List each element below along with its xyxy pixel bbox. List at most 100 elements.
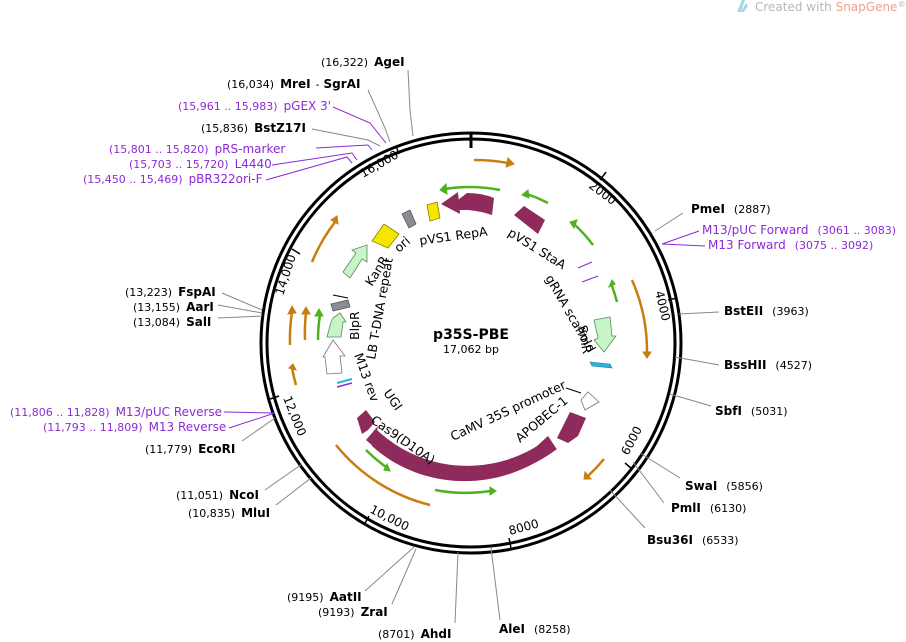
plasmid-backbone — [259, 131, 683, 555]
pvs1-staa-feature[interactable] — [514, 206, 545, 234]
orf-arrow-7 — [303, 312, 308, 341]
orf-arrow-5-head — [288, 363, 297, 371]
blpr-feature[interactable] — [326, 312, 347, 338]
leader-ecori — [241, 417, 276, 442]
site-leader-lines — [217, 69, 720, 624]
pvs1-repa-feature[interactable] — [454, 193, 494, 215]
plasmid-features — [322, 192, 617, 482]
leader-swai — [639, 452, 681, 479]
leader-bsteii — [678, 311, 720, 315]
tick-label-2000: 2000 — [586, 178, 619, 208]
leader-m13puc-rev — [223, 411, 276, 414]
leader-ncoi — [264, 463, 303, 491]
smr-small-feature — [589, 361, 613, 369]
plasmid-name: p35S-PBE — [433, 327, 509, 343]
site-zrai[interactable]: (9193)ZraI — [318, 605, 388, 619]
green-arrow-3-head — [569, 219, 578, 230]
green-arrow-1-head — [439, 182, 448, 195]
grey-block-1 — [401, 209, 417, 229]
site-swai[interactable]: SwaI(5856) — [685, 479, 763, 493]
green-arrow-2-head — [521, 189, 530, 199]
tick-4000 — [667, 297, 678, 301]
site-agei[interactable]: (16,322)AgeI — [321, 55, 405, 69]
leader-fspai — [221, 292, 263, 311]
site-aari[interactable]: (13,155)AarI — [133, 300, 214, 314]
site-fspai[interactable]: (13,223)FspAI — [125, 285, 216, 299]
leader-l4440 — [271, 152, 358, 166]
leader-mlui — [275, 477, 312, 506]
watermark-brand: SnapGene — [836, 0, 898, 14]
site-mrei-sgrai[interactable]: (16,034)MreI-SgrAI — [227, 77, 360, 91]
primer-pgex[interactable]: (15,961 .. 15,983)pGEX 3' — [178, 99, 331, 113]
orf-arrow-1-head — [505, 157, 515, 168]
site-bsu36i[interactable]: Bsu36I(6533) — [647, 533, 739, 547]
leader-mrei — [367, 89, 391, 143]
promoter-arrow-white — [322, 339, 346, 375]
site-sali[interactable]: (13,084)SalI — [133, 315, 211, 329]
ori-small-feature — [426, 201, 441, 222]
svg-text:Created with SnapGene®: Created with SnapGene® — [755, 0, 905, 14]
leader-m13-fwd — [661, 243, 706, 247]
orf-arrow-5 — [290, 367, 298, 386]
ugi-feature[interactable] — [357, 410, 375, 434]
site-ecori[interactable]: (11,779)EcoRI — [145, 442, 235, 456]
site-aatii[interactable]: (9195)AatII — [287, 590, 362, 604]
tick-6000 — [624, 462, 633, 470]
ori-feature[interactable] — [371, 223, 400, 249]
green-arrow-4 — [610, 285, 619, 303]
primer-m13puc-forward[interactable]: M13/pUC Forward(3061 .. 3083) — [702, 223, 896, 237]
site-pmei[interactable]: PmeI(2887) — [691, 202, 770, 216]
orf-arrow-2 — [630, 279, 649, 353]
leader-bstz17i — [311, 128, 381, 147]
tick-label-8000: 8000 — [507, 516, 540, 537]
primer-m13-reverse[interactable]: (11,793 .. 11,809)M13 Reverse — [43, 420, 226, 434]
promoter-arrow-white-2 — [580, 391, 600, 411]
leader-prs — [315, 144, 373, 151]
site-bstz17i[interactable]: (15,836)BstZ17I — [201, 121, 306, 135]
primer-marker-1 — [577, 261, 593, 269]
smr-feature[interactable] — [593, 316, 617, 353]
primer-marker-2 — [581, 275, 599, 283]
apobec-feature[interactable] — [557, 412, 586, 443]
leader-sbfi — [669, 393, 712, 407]
leader-pgex — [332, 106, 387, 144]
leader-sali — [217, 315, 263, 319]
leader-alei — [490, 547, 501, 621]
tick-label-6000: 6000 — [618, 424, 645, 458]
orf-arrows-outer — [287, 157, 652, 507]
leader-m13-rev — [228, 412, 276, 429]
site-pmli[interactable]: PmlI(6130) — [671, 501, 746, 515]
snapgene-watermark: Created with SnapGene® — [737, 0, 905, 14]
orf-arrow-6 — [288, 311, 294, 346]
site-bsshii[interactable]: BssHII(4527) — [724, 358, 812, 372]
tick-label-16000: 16,000 — [358, 147, 401, 180]
plasmid-length: 17,062 bp — [443, 343, 499, 356]
orf-arrow-2-head — [642, 351, 652, 359]
primer-m13-forward[interactable]: M13 Forward(3075 .. 3092) — [708, 238, 873, 252]
tick-16000 — [395, 145, 400, 155]
tick-label-14000: 14,000 — [273, 253, 299, 297]
site-mlui[interactable]: (10,835)MluI — [188, 506, 270, 520]
primer-labels: (15,961 .. 15,983)pGEX 3' (15,801 .. 15,… — [10, 99, 896, 434]
site-ncoi[interactable]: (11,051)NcoI — [176, 488, 259, 502]
primer-l4440[interactable]: (15,703 .. 15,720)L4440 — [129, 157, 272, 171]
leader-bsshii — [674, 356, 720, 366]
tick-10000 — [363, 515, 370, 526]
site-ahdi[interactable]: (8701)AhdI — [378, 627, 451, 641]
site-bsteii[interactable]: BstEII(3963) — [724, 304, 809, 318]
green-arrow-7-head — [314, 307, 324, 317]
primer-marker-5 — [565, 387, 582, 394]
watermark-prefix: Created with — [755, 0, 836, 14]
leader-aari — [217, 304, 263, 314]
green-arrow-1 — [444, 185, 501, 192]
orf-arrow-8 — [310, 221, 336, 263]
site-sbfi[interactable]: SbfI(5031) — [715, 404, 788, 418]
tick-12000 — [269, 395, 280, 400]
lb-marker — [332, 294, 349, 299]
primer-prs-marker[interactable]: (15,801 .. 15,820)pRS-marker — [109, 142, 285, 156]
primer-pbr322ori-f[interactable]: (15,450 .. 15,469)pBR322ori-F — [83, 172, 263, 186]
site-alei[interactable]: AleI(8258) — [499, 622, 571, 636]
kanr-feature[interactable] — [342, 244, 368, 279]
leader-agei — [407, 69, 414, 137]
primer-m13puc-reverse[interactable]: (11,806 .. 11,828)M13/pUC Reverse — [10, 405, 222, 419]
